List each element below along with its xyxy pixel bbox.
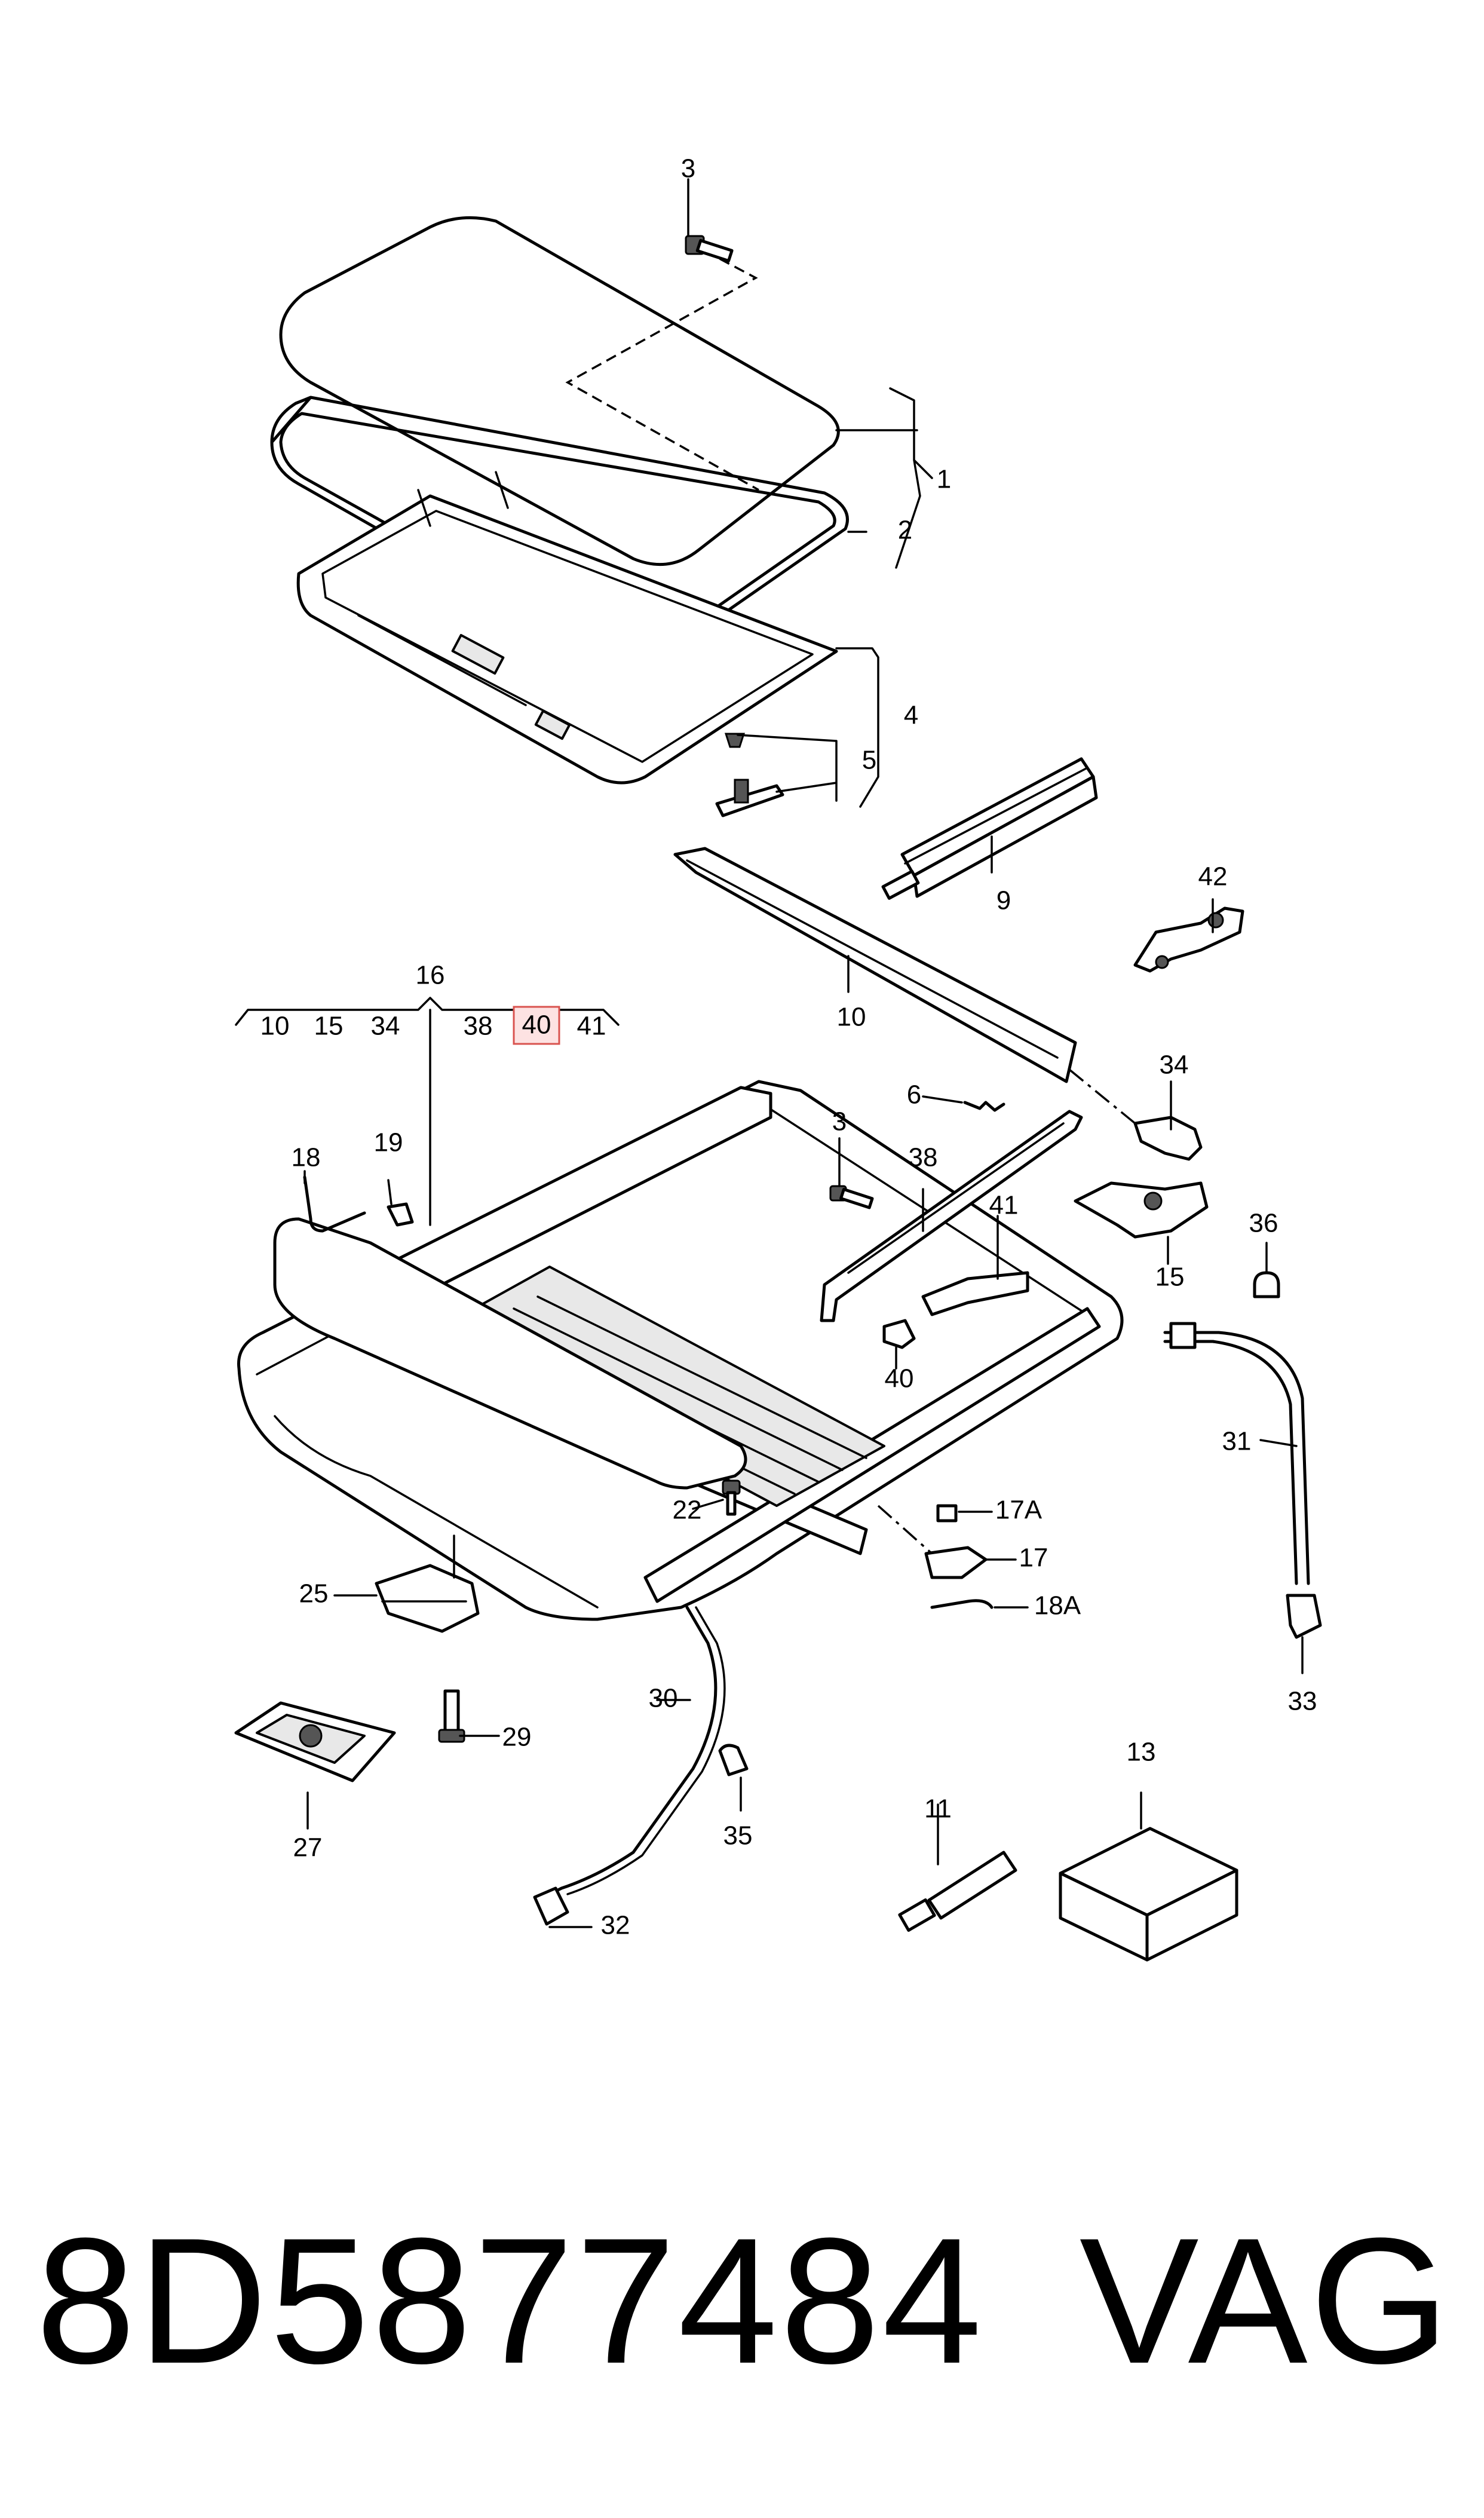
callout-42: 42	[1198, 862, 1228, 892]
callout-18a: 18A	[1034, 1591, 1081, 1621]
callout-2: 2	[898, 516, 912, 545]
wind-deflector-10	[673, 847, 1077, 1083]
slider-41	[921, 1271, 1029, 1316]
callout-4: 4	[904, 701, 918, 730]
footer: 8D5877484 VAG	[36, 2211, 1452, 2390]
callout-10-group: 10	[260, 1012, 290, 1041]
grommet-36	[1253, 1271, 1280, 1298]
callout-6: 6	[907, 1080, 921, 1110]
grease-tube-11	[898, 1851, 1017, 1932]
callout-15-group: 15	[314, 1012, 344, 1041]
callout-40-part: 40	[885, 1364, 914, 1393]
bolt-29	[438, 1689, 465, 1743]
callout-3-second: 3	[832, 1107, 847, 1137]
part-number: 8D5877484	[36, 2200, 985, 2401]
callout-41-group: 41	[577, 1012, 606, 1041]
drain-hose-31-inner	[1163, 1340, 1298, 1585]
callout-16: 16	[416, 961, 445, 990]
clip-40	[882, 1319, 916, 1349]
callout-38-part: 38	[909, 1143, 938, 1172]
bracket-17	[924, 1504, 994, 1609]
mechanism-15	[1074, 1181, 1209, 1239]
callout-33: 33	[1288, 1687, 1317, 1716]
box-13	[1059, 1827, 1238, 1962]
drain-hose-30	[536, 1606, 718, 1902]
callout-25: 25	[299, 1579, 329, 1609]
callout-32: 32	[601, 1911, 630, 1940]
seal-strip-9	[881, 757, 1098, 900]
callout-34-part: 34	[1160, 1050, 1189, 1080]
callout-1: 1	[937, 465, 951, 494]
spring-6	[963, 1101, 1005, 1112]
clip-19	[387, 1202, 414, 1227]
drain-valve-33	[1286, 1594, 1322, 1639]
callout-17: 17	[1019, 1543, 1048, 1573]
callout-34-group: 34	[371, 1012, 400, 1041]
callout-29: 29	[502, 1723, 532, 1752]
hose-connector-31	[1169, 1322, 1197, 1349]
bolt-3-top	[685, 235, 734, 263]
callout-35: 35	[723, 1821, 753, 1851]
drain-hose-30-inner	[566, 1606, 726, 1895]
callout-22: 22	[673, 1496, 702, 1525]
callout-36: 36	[1249, 1209, 1278, 1238]
callout-40-group: 40	[522, 1010, 551, 1040]
callout-labels: 3 1 2 4 5 9 42 10 16 10 15 34 38 40 41 3…	[260, 154, 1317, 1940]
callout-10-deflector: 10	[837, 1003, 866, 1032]
sunroof-main-frame	[237, 1080, 1124, 1621]
connector-32	[533, 1886, 569, 1926]
grommet-35	[718, 1744, 749, 1776]
callout-17a: 17A	[995, 1496, 1043, 1525]
callout-13: 13	[1127, 1738, 1156, 1767]
leader-lines	[235, 178, 1304, 1928]
callout-30: 30	[649, 1684, 678, 1713]
callout-9: 9	[997, 886, 1011, 915]
motor-25	[375, 1564, 480, 1633]
guide-rail-38	[820, 1110, 1083, 1322]
bolt-3-second	[829, 1185, 874, 1209]
callout-18: 18	[292, 1143, 321, 1172]
switch-module-27	[234, 1701, 396, 1782]
glass-panel	[279, 216, 840, 566]
bracket-34	[1133, 1116, 1203, 1161]
callout-27: 27	[293, 1833, 323, 1863]
callout-15-part: 15	[1155, 1263, 1185, 1292]
cable-18	[303, 1175, 366, 1233]
guide-clip-5	[715, 733, 784, 817]
callout-41-part: 41	[989, 1191, 1019, 1220]
callout-11: 11	[924, 1794, 952, 1824]
bracket-42	[1133, 906, 1244, 973]
drain-hose-31	[1163, 1331, 1310, 1585]
highlight-box	[513, 1006, 560, 1045]
callout-3-top: 3	[681, 154, 695, 183]
screw-22	[722, 1479, 741, 1516]
inner-frame	[296, 471, 838, 785]
brand-label: VAG	[1079, 2200, 1452, 2401]
callout-38-group: 38	[464, 1012, 493, 1041]
callout-5: 5	[862, 746, 876, 775]
callout-31: 31	[1222, 1427, 1252, 1456]
callout-19: 19	[374, 1128, 403, 1157]
